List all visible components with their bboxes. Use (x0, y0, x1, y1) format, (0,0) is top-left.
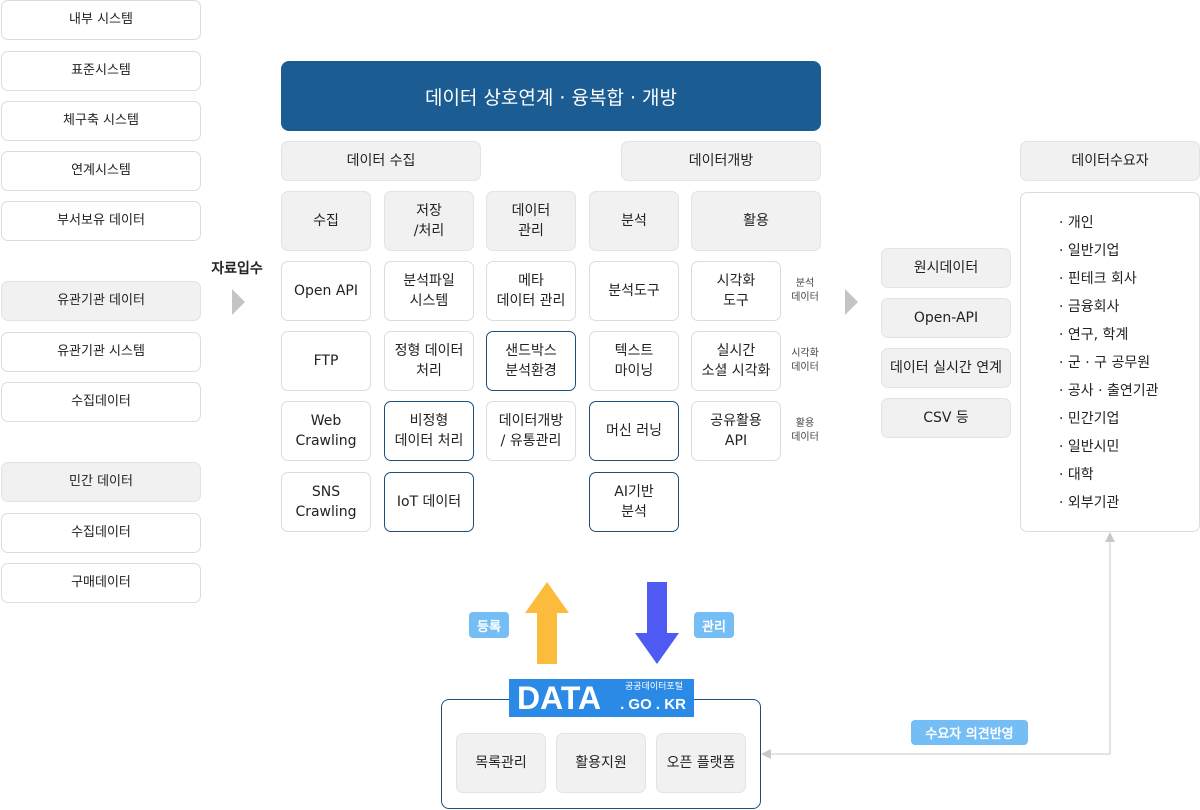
consumer-item: · 군 · 구 공무원 (1059, 355, 1151, 371)
node-iot-data: IoT 데이터 (384, 472, 474, 532)
node-data-distribution: 데이터개방 / 유통관리 (486, 401, 576, 461)
left-header-private-data: 민간 데이터 (1, 462, 201, 502)
note-visualization-data: 시각화 데이터 (791, 348, 819, 373)
main-banner: 데이터 상호연계 · 융복합 · 개방 (281, 61, 821, 131)
logo-text: DATA (517, 680, 602, 716)
left-item-internal-system: 내부 시스템 (1, 0, 201, 40)
consumer-item: · 개인 (1059, 215, 1094, 231)
node-web-crawling: Web Crawling (281, 401, 371, 461)
consumer-item: · 일반기업 (1059, 243, 1120, 259)
right-chevron-icon (845, 289, 858, 315)
left-arrowhead-icon (761, 749, 771, 759)
consumer-item: · 금융회사 (1059, 299, 1120, 315)
consumer-item: · 외부기관 (1059, 495, 1120, 511)
left-item-linked-system: 연계시스템 (1, 151, 201, 191)
consumer-item: · 민간기업 (1059, 411, 1120, 427)
left-item-standard-system: 표준시스템 (1, 51, 201, 91)
node-analysis-tools: 분석도구 (589, 261, 679, 321)
input-label: 자료입수 (211, 261, 263, 277)
portal-catalog-management: 목록관리 (456, 733, 546, 793)
consumer-list-box: · 개인 · 일반기업 · 핀테크 회사 · 금융회사 · 연구, 학계 · 군… (1020, 192, 1200, 532)
portal-usage-support: 활용지원 (556, 733, 646, 793)
logo-subtitle: 공공데이터포털 (625, 682, 683, 692)
register-label: 등록 (469, 612, 509, 638)
node-unstructured-data: 비정형 데이터 처리 (384, 401, 474, 461)
column-header-data-management: 데이터 관리 (486, 191, 576, 251)
up-arrow-icon (525, 582, 569, 664)
left-item-purchased-data: 구매데이터 (1, 563, 201, 603)
portal-logo: DATA 공공데이터포털 . GO . KR (509, 679, 694, 717)
down-arrow-icon (635, 582, 679, 664)
feedback-label: 수요자 의견반영 (911, 720, 1028, 745)
consumer-item: · 대학 (1059, 467, 1094, 483)
consumer-header: 데이터수요자 (1020, 141, 1200, 181)
node-visualization-tools: 시각화 도구 (691, 261, 781, 321)
node-metadata-management: 메타 데이터 관리 (486, 261, 576, 321)
node-ai-analysis: AI기반 분석 (589, 472, 679, 532)
consumer-item: · 핀테크 회사 (1059, 271, 1137, 287)
output-open-api: Open-API (881, 298, 1011, 338)
node-machine-learning: 머신 러닝 (589, 401, 679, 461)
left-item-related-agency-system: 유관기관 시스템 (1, 332, 201, 372)
node-sandbox-environment: 샌드박스 분석환경 (486, 331, 576, 391)
column-header-collect: 수집 (281, 191, 371, 251)
column-header-storage: 저장 /처리 (384, 191, 474, 251)
note-utilization-data: 활용 데이터 (791, 418, 819, 443)
node-analysis-file-system: 분석파일 시스템 (384, 261, 474, 321)
right-chevron-icon (232, 289, 245, 315)
node-ftp: FTP (281, 331, 371, 391)
column-header-analysis: 분석 (589, 191, 679, 251)
consumer-list: · 개인 · 일반기업 · 핀테크 회사 · 금융회사 · 연구, 학계 · 군… (1059, 209, 1199, 517)
left-item-collected-data-1: 수집데이터 (1, 382, 201, 422)
consumer-item: · 일반시민 (1059, 439, 1120, 455)
node-open-api: Open API (281, 261, 371, 321)
left-item-department-data: 부서보유 데이터 (1, 201, 201, 241)
portal-open-platform: 오픈 플랫폼 (656, 733, 746, 793)
consumer-item: · 공사 · 출연기관 (1059, 383, 1159, 399)
left-header-related-agency-data: 유관기관 데이터 (1, 281, 201, 321)
output-csv: CSV 등 (881, 398, 1011, 438)
up-arrowhead-icon (1105, 532, 1115, 542)
column-header-utilization: 활용 (691, 191, 821, 251)
node-sns-crawling: SNS Crawling (281, 472, 371, 532)
node-realtime-social-visualization: 실시간 소셜 시각화 (691, 331, 781, 391)
note-analysis-data: 분석 데이터 (791, 278, 819, 303)
logo-domain: . GO . KR (620, 696, 686, 713)
output-realtime-link: 데이터 실시간 연계 (881, 348, 1011, 388)
left-item-built-system: 체구축 시스템 (1, 101, 201, 141)
section-data-open: 데이터개방 (621, 141, 821, 181)
manage-label: 관리 (694, 612, 734, 638)
consumer-item: · 연구, 학계 (1059, 327, 1129, 343)
section-data-collection: 데이터 수집 (281, 141, 481, 181)
left-item-collected-data-2: 수집데이터 (1, 513, 201, 553)
output-raw-data: 원시데이터 (881, 248, 1011, 288)
node-structured-data: 정형 데이터 처리 (384, 331, 474, 391)
node-shared-api: 공유활용 API (691, 401, 781, 461)
node-text-mining: 텍스트 마이닝 (589, 331, 679, 391)
